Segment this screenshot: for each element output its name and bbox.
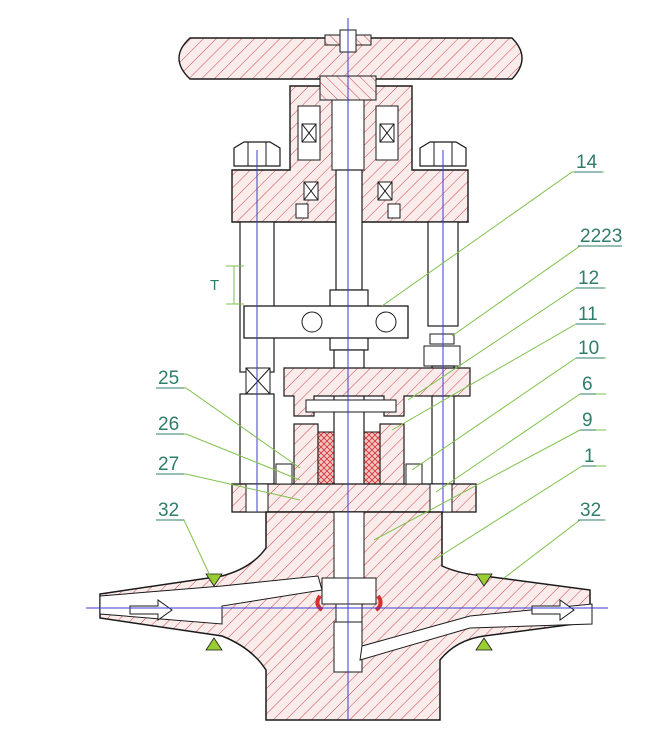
label-9: 9 — [582, 410, 593, 431]
label-22-23: 2223 — [580, 226, 622, 247]
label-12: 12 — [578, 268, 599, 289]
inlet-flow-arrow — [129, 599, 173, 621]
label-26: 26 — [158, 414, 179, 435]
label-14: 14 — [576, 152, 598, 173]
callout-labels: 14 2223 12 11 10 6 9 1 32 25 26 27 32 — [156, 152, 622, 521]
crosshead-plate — [243, 305, 409, 339]
centerlines — [86, 18, 608, 720]
dimension-T: T — [210, 265, 244, 305]
outlet-flow-arrow — [531, 599, 575, 621]
handwheel — [178, 29, 523, 80]
weld-beads — [205, 573, 493, 651]
label-6: 6 — [582, 374, 593, 395]
gland-bonnet — [283, 367, 471, 417]
label-11: 11 — [578, 304, 598, 325]
label-25: 25 — [158, 368, 179, 389]
label-1: 1 — [584, 446, 595, 467]
label-27: 27 — [158, 454, 179, 475]
label-32-left: 32 — [158, 500, 179, 521]
label-10: 10 — [578, 338, 599, 359]
valve-body — [99, 511, 593, 721]
label-32-right: 32 — [580, 500, 601, 521]
dimension-T-label: T — [210, 277, 219, 294]
